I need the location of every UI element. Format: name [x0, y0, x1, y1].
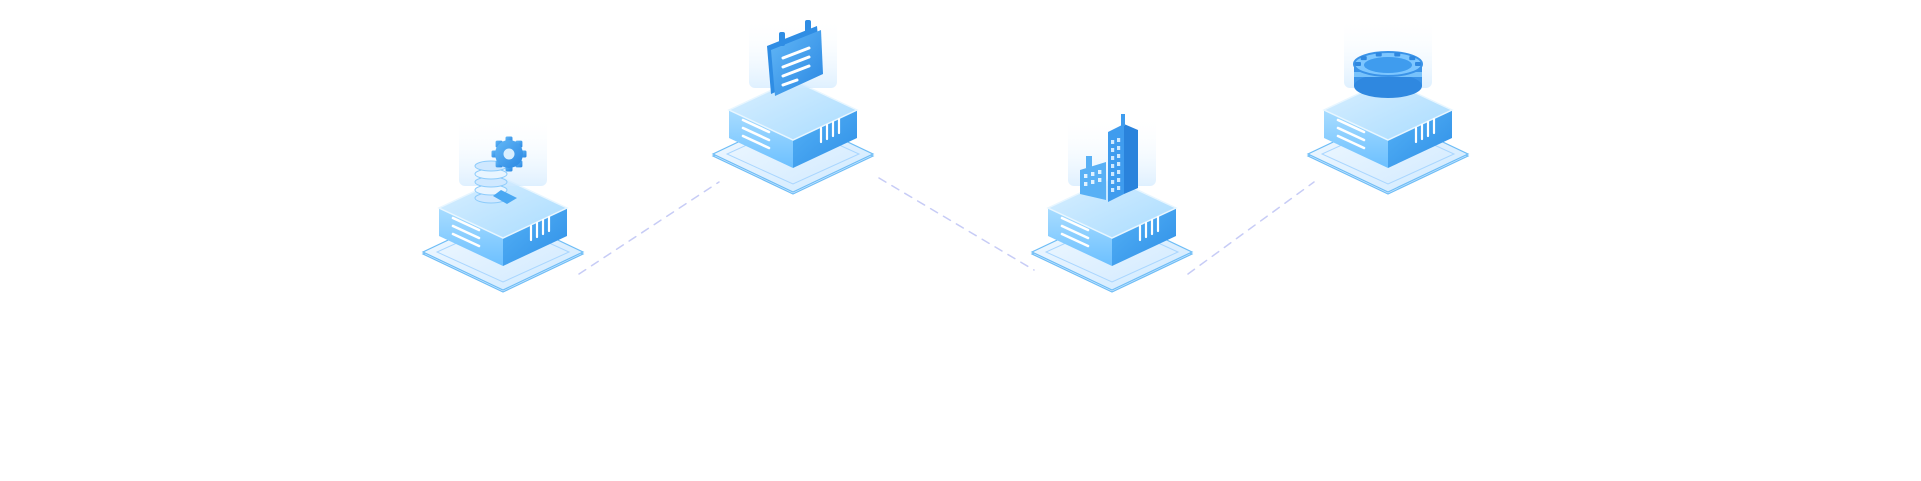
vent-stripe [741, 126, 771, 142]
node-enterprise [1030, 114, 1194, 293]
platform-left-face [1048, 208, 1112, 266]
node-document [711, 18, 875, 195]
platform-right-face [793, 110, 857, 168]
platform-right-face [1112, 208, 1176, 266]
storage-ring-icon [1353, 51, 1423, 98]
vent-stripe [741, 134, 771, 150]
connector-line [578, 181, 720, 275]
platform-left-face [729, 110, 793, 168]
vent-stripe [451, 224, 481, 240]
connectors-layer [578, 177, 1315, 275]
platform-left-face [1324, 110, 1388, 168]
vent-stripe [451, 216, 481, 232]
platform-top-face [437, 177, 569, 239]
platform-left-face [439, 208, 503, 266]
database-gear-icon [474, 136, 527, 204]
vent-stripe [1336, 126, 1366, 142]
vent-stripe [1336, 134, 1366, 150]
platform-right-face [503, 208, 567, 266]
platform-right-face [1388, 110, 1452, 168]
platform-top-face [1322, 79, 1454, 141]
nodes-layer [421, 18, 1470, 293]
vent-stripe [741, 118, 771, 134]
connector-line [878, 177, 1035, 271]
document-clipboard-icon [767, 20, 823, 96]
connector-line [1187, 181, 1315, 275]
node-data-config [421, 116, 585, 293]
vent-stripe [1060, 216, 1090, 232]
node-storage [1306, 18, 1470, 195]
vent-stripe [1060, 232, 1090, 248]
vent-stripe [451, 232, 481, 248]
office-building-icon [1080, 114, 1138, 202]
vent-stripe [1336, 118, 1366, 134]
platform-top-face [727, 79, 859, 141]
vent-stripe [1060, 224, 1090, 240]
